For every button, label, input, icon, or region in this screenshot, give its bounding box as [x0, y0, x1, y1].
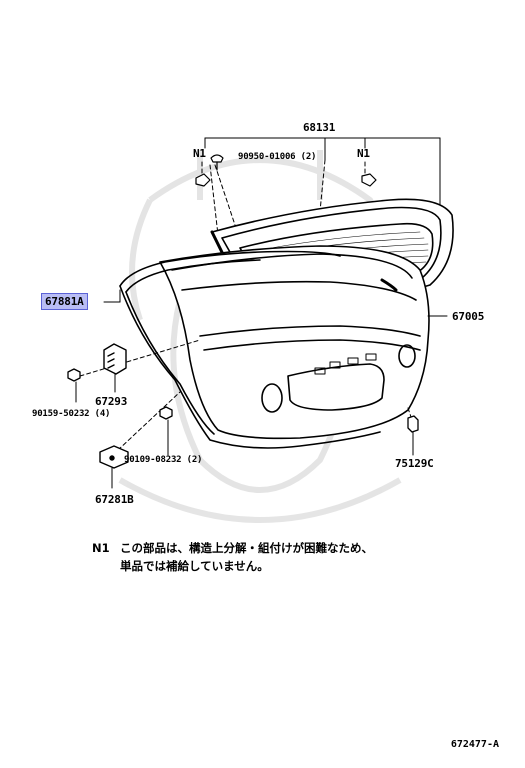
weatherstrip: [119, 250, 381, 449]
hinge-icon: [103, 343, 127, 375]
label-67293: 67293: [95, 395, 128, 408]
label-n1-left: N1: [193, 147, 206, 160]
note-line-1: この部品は、構造上分解・組付けが困難なため、: [120, 541, 373, 555]
label-67005: 67005: [452, 310, 485, 323]
retainer-icon: [210, 154, 224, 171]
bolt-icon: [67, 368, 173, 420]
back-door-panel: [159, 245, 430, 440]
figure-reference: 672477-A: [450, 739, 499, 750]
label-90950: 90950-01006 (2): [238, 152, 317, 162]
label-90109: 90109-08232 (2): [124, 455, 203, 465]
clip-icons: [195, 173, 377, 187]
label-68131: 68131: [303, 121, 336, 134]
label-n1-right: N1: [357, 147, 370, 160]
label-67281b: 67281B: [95, 493, 134, 506]
label-67881a: 67881A: [41, 293, 88, 310]
note-marker: N1: [92, 541, 110, 555]
label-90159: 90159-50232 (4): [32, 409, 111, 419]
clip-75129c-icon: [407, 415, 419, 433]
leader-lines: [75, 289, 448, 489]
note-line-2: 単品では補給していません。: [120, 559, 269, 573]
label-75129c: 75129C: [395, 457, 434, 470]
stay-bracket-icon: [99, 445, 129, 469]
